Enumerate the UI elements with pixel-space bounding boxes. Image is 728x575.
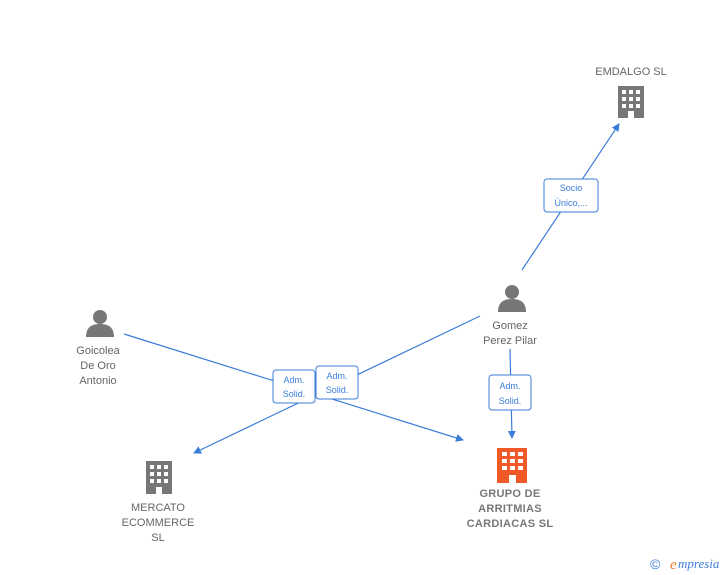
edge-label-adm-gomez-mercato-line2: Solid. <box>326 385 349 395</box>
node-emdalgo-label: EMDALGO SL <box>595 66 667 78</box>
copyright-icon: © <box>650 556 661 572</box>
person-icon <box>498 285 526 312</box>
edge-label-socio-line2: Único,... <box>554 198 587 208</box>
node-mercato[interactable]: MERCATO ECOMMERCE SL <box>122 461 195 544</box>
node-mercato-label-line2: ECOMMERCE <box>122 517 195 529</box>
edge-label-adm-gomez-grupo[interactable]: Adm. Solid. <box>488 374 532 411</box>
person-icon <box>86 310 114 337</box>
node-goicolea-label-line3: Antonio <box>79 375 116 387</box>
edge-label-adm-gomez-mercato-line1: Adm. <box>326 371 347 381</box>
edge-label-adm-goicolea-line1: Adm. <box>283 375 304 385</box>
brand-text: mpresia <box>678 556 720 571</box>
building-icon <box>146 461 172 494</box>
node-mercato-label-line3: SL <box>151 532 164 544</box>
edge-label-adm-goicolea-line2: Solid. <box>283 389 306 399</box>
building-icon <box>618 86 644 118</box>
node-grupo-label-line3: CARDIACAS SL <box>467 518 554 530</box>
edge-label-socio-line1: Socio <box>560 183 583 193</box>
node-gomez-label-line1: Gomez <box>492 320 527 332</box>
node-goicolea-label-line2: De Oro <box>80 360 115 372</box>
building-icon <box>497 448 527 483</box>
node-gomez[interactable]: Gomez Perez Pilar <box>483 285 537 347</box>
edge-label-adm-goicolea[interactable]: Adm. Solid. <box>272 369 316 404</box>
brand-e: e <box>670 557 677 573</box>
edge-label-adm-gomez-mercato[interactable]: Adm. Solid. <box>315 365 359 400</box>
edge-label-adm-gomez-grupo-line1: Adm. <box>499 381 520 391</box>
node-emdalgo[interactable]: EMDALGO SL <box>595 66 667 118</box>
node-gomez-label-line2: Perez Pilar <box>483 335 537 347</box>
node-grupo-label-line2: ARRITMIAS <box>478 503 542 515</box>
empresia-logo[interactable]: © e mpresia <box>650 556 720 573</box>
edges <box>123 123 620 454</box>
node-grupo-label-line1: GRUPO DE <box>479 488 540 500</box>
node-goicolea[interactable]: Goicolea De Oro Antonio <box>76 310 121 387</box>
edge-label-socio[interactable]: Socio Único,... <box>543 178 599 213</box>
node-mercato-label-line1: MERCATO <box>131 502 185 514</box>
node-goicolea-label-line1: Goicolea <box>76 345 120 357</box>
node-grupo[interactable]: GRUPO DE ARRITMIAS CARDIACAS SL <box>467 448 554 530</box>
edge-label-adm-gomez-grupo-line2: Solid. <box>499 396 522 406</box>
